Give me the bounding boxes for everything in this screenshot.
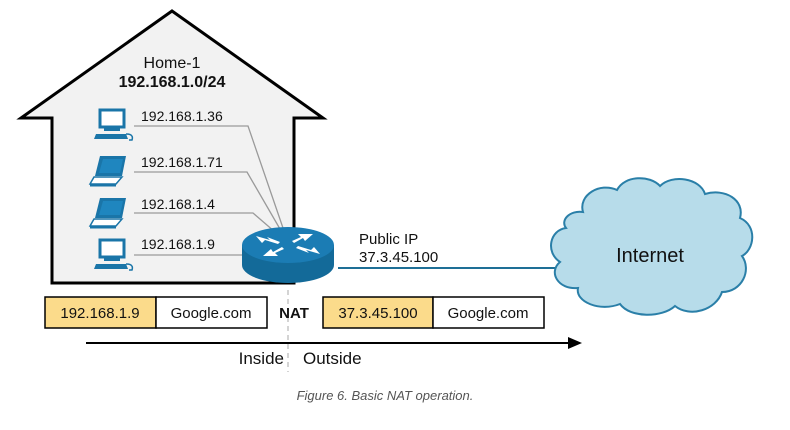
inside-packet: 192.168.1.9 Google.com xyxy=(44,296,268,329)
host-links xyxy=(134,125,284,256)
nat-label: NAT xyxy=(279,305,309,322)
host-ip: 192.168.1.36 xyxy=(141,108,223,124)
link-host-1 xyxy=(134,125,284,229)
inside-packet-source xyxy=(44,296,157,329)
host-ip: 192.168.1.4 xyxy=(141,196,215,212)
desktop-icon xyxy=(94,108,134,141)
public-ip-label: Public IP xyxy=(359,231,418,248)
outside-label: Outside xyxy=(303,349,362,368)
home-name: Home-1 xyxy=(144,55,201,72)
inside-source-ip: 192.168.1.9 xyxy=(60,305,139,322)
host-ip: 192.168.1.71 xyxy=(141,154,223,170)
laptop-icon xyxy=(88,156,126,187)
home-subnet: 192.168.1.0/24 xyxy=(119,74,226,91)
outside-packet-destination xyxy=(432,296,545,329)
internet-label: Internet xyxy=(616,245,684,267)
link-host-2 xyxy=(134,171,281,230)
laptop-icon xyxy=(88,198,126,229)
inside-label: Inside xyxy=(239,349,284,368)
outside-source-ip: 37.3.45.100 xyxy=(338,305,417,322)
outside-packet: 37.3.45.100 Google.com xyxy=(322,296,545,329)
direction-arrow xyxy=(86,337,582,349)
link-host-3 xyxy=(134,212,276,233)
inside-destination: Google.com xyxy=(171,305,252,322)
desktop-icon xyxy=(94,238,134,271)
figure-caption: Figure 6. Basic NAT operation. xyxy=(296,388,474,403)
outside-packet-source xyxy=(322,296,434,329)
router-icon xyxy=(242,227,334,283)
internet-cloud xyxy=(550,177,754,316)
outside-destination: Google.com xyxy=(448,305,529,322)
host-ip: 192.168.1.9 xyxy=(141,236,215,252)
public-ip-address: 37.3.45.100 xyxy=(359,249,438,266)
inside-packet-destination xyxy=(155,296,268,329)
